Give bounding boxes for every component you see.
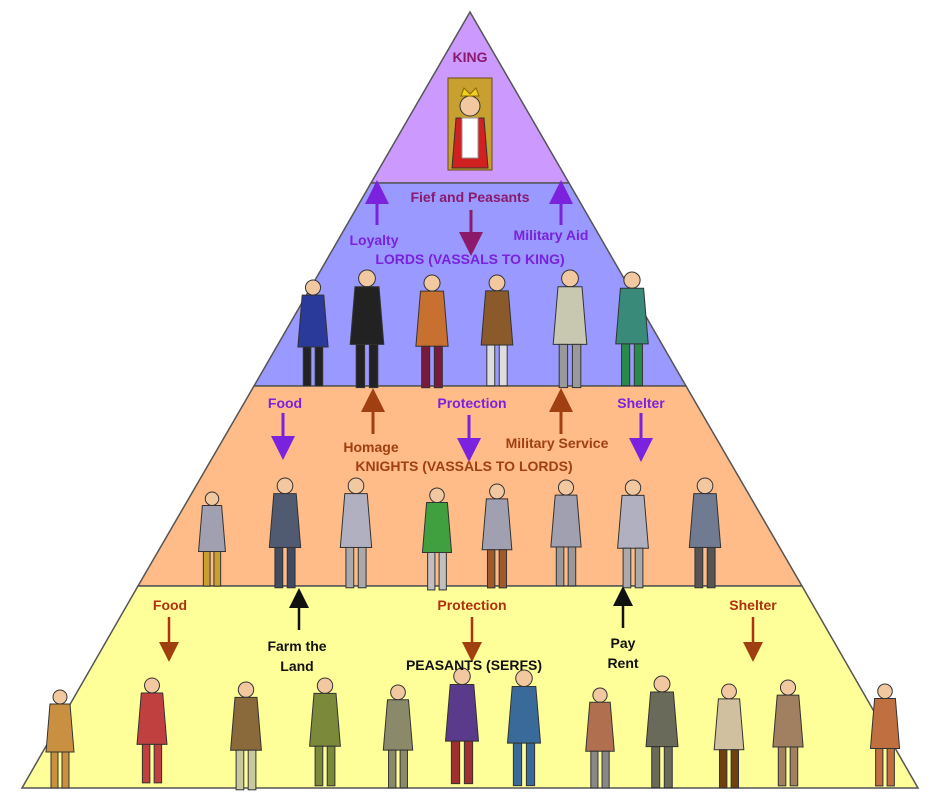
peasant-figure [382,684,414,789]
protection-label: Protection [437,395,506,411]
peasant-figure [713,683,745,789]
peasant-figure [136,677,168,784]
shelter-label: Shelter [729,597,777,613]
king-title: KING [453,49,488,65]
peasant-figure [585,687,615,789]
lord-figure [349,269,385,389]
peasant-figure [645,675,679,789]
knights-title: KNIGHTS (VASSALS TO LORDS) [355,458,572,474]
food-label: Food [268,395,302,411]
peasant-figure [869,683,901,787]
peasant-figure [230,681,262,791]
lord-figure [615,271,649,387]
lord-figure [480,274,514,387]
knight-figure [268,477,302,589]
farm-label-line1: Farm the [267,638,326,654]
loyalty-label: Loyalty [349,232,398,248]
peasant-figure [45,689,75,789]
shelter-label: Shelter [617,395,665,411]
lords-title: LORDS (VASSALS TO KING) [375,251,564,267]
lord-figure [415,274,449,389]
peasant-figure [506,669,542,787]
knight-figure [421,487,453,591]
lord-figure [552,269,588,389]
knight-figure [339,477,373,589]
lord-figure [297,279,329,387]
peasant-figure [309,677,341,787]
knight-figure [617,479,649,589]
fief-label: Fief and Peasants [410,189,529,205]
farm-label-line2: Land [280,658,313,674]
pay-label-line1: Pay [611,635,636,651]
peasant-figure [772,679,804,787]
knight-figure [550,479,582,587]
military-aid-label: Military Aid [514,227,589,243]
knight-figure [688,477,722,589]
peasant-figure [444,667,480,785]
peasants-title: PEASANTS (SERFS) [406,657,542,673]
knight-figure [481,483,513,589]
pay-label-line2: Rent [607,655,638,671]
figures [45,77,901,791]
military-service-label: Military Service [506,435,609,451]
king-on-throne-figure [447,77,493,171]
knight-figure [198,491,226,587]
homage-label: Homage [343,439,398,455]
food-label: Food [153,597,187,613]
protection-label: Protection [437,597,506,613]
